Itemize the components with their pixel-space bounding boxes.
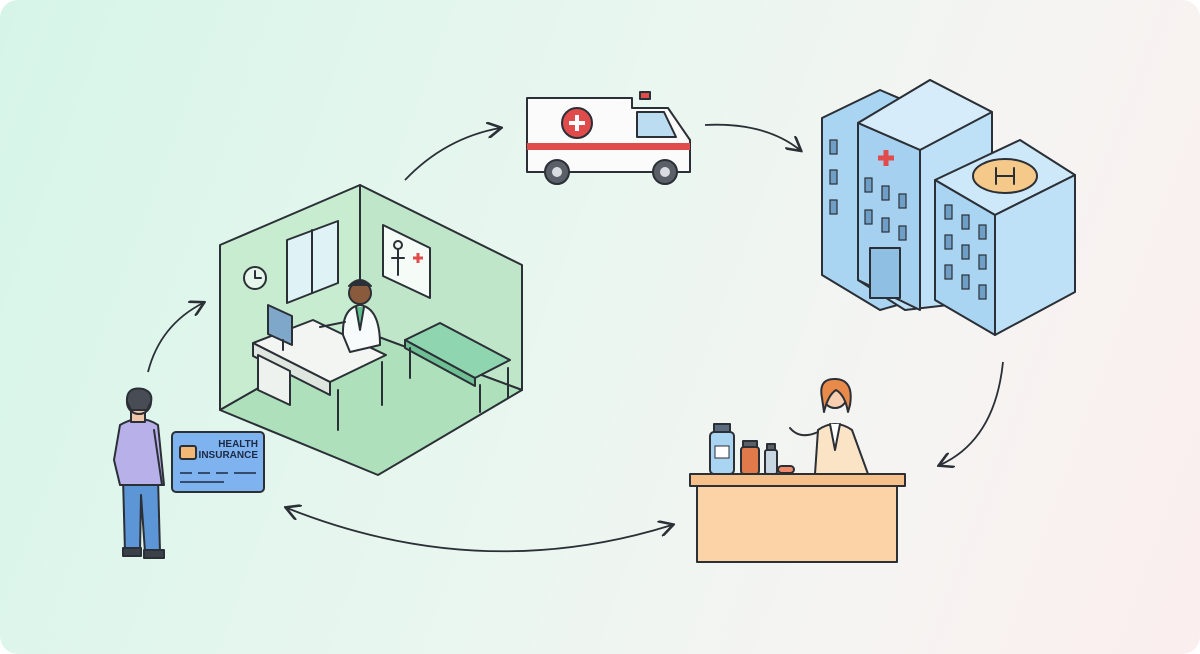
doctor xyxy=(319,279,381,353)
card-title-line1: HEALTH xyxy=(218,439,258,450)
counter-top xyxy=(689,473,906,487)
arrow-ambulance-to-hospital xyxy=(704,123,800,150)
pharmacist xyxy=(789,377,869,475)
window xyxy=(286,220,339,304)
counter xyxy=(696,485,898,563)
arrow-patient-pharmacy-two-way xyxy=(287,508,672,553)
clinic-room xyxy=(219,184,523,476)
hospital xyxy=(821,79,1076,336)
anatomy-poster xyxy=(382,224,431,299)
arrow-hospital-to-pharmacy xyxy=(940,361,1004,465)
pharmacy xyxy=(689,377,906,563)
flow-arrows xyxy=(147,123,1004,553)
medicine-bottles xyxy=(709,423,795,475)
health-insurance-card: HEALTH INSURANCE xyxy=(171,431,265,493)
exam-bed xyxy=(404,322,511,413)
arrow-patient-to-clinic xyxy=(147,303,203,373)
patient xyxy=(113,387,165,559)
ambulance xyxy=(526,91,691,185)
card-title-line2: INSURANCE xyxy=(199,450,259,461)
clock-icon xyxy=(243,266,267,290)
computer-monitor xyxy=(267,304,293,351)
arrow-clinic-to-ambulance xyxy=(404,128,500,181)
